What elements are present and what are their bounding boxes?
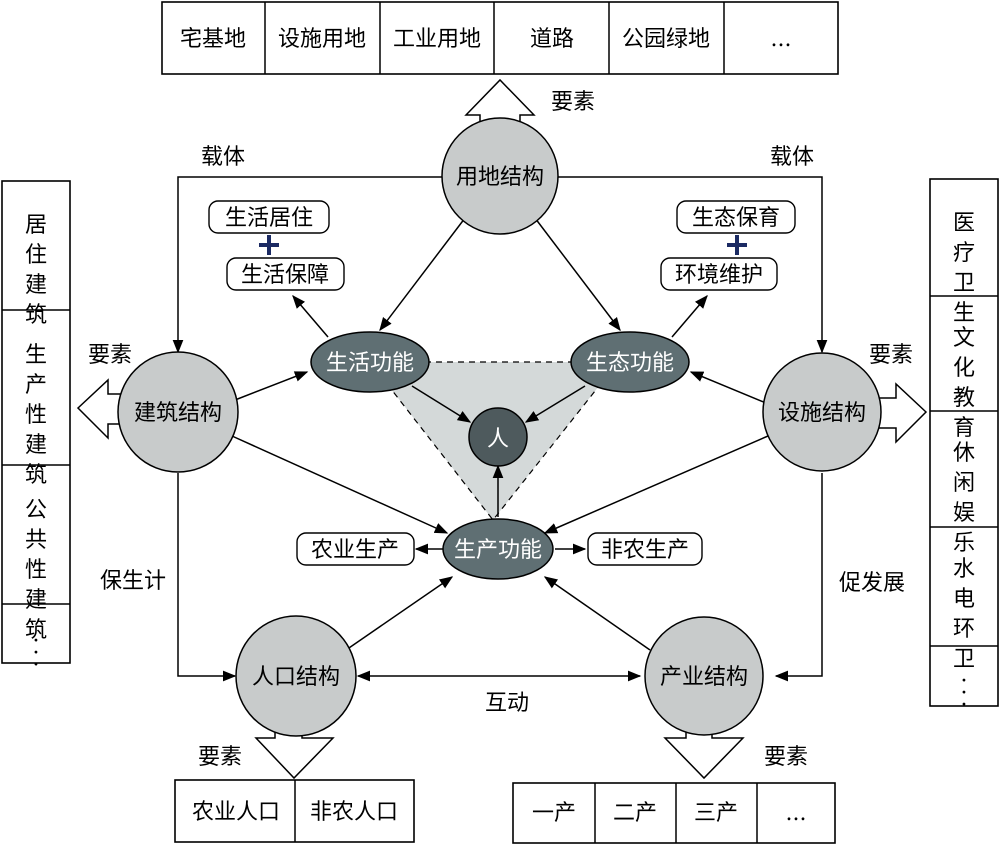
- building-element-residential: 居住建筑: [25, 213, 47, 328]
- building-element-productive: 生产性建筑: [25, 343, 47, 488]
- production-sub-group: 农业生产 非农生产: [296, 532, 703, 566]
- sub-ecological-maintenance: 环境维护: [675, 263, 763, 288]
- population-elements-table: 农业人口 非农人口: [174, 779, 415, 843]
- svg-text:产业结构: 产业结构: [660, 665, 748, 690]
- land-to-ecological-line: [534, 217, 621, 332]
- population-element-agricultural: 农业人口: [192, 800, 280, 825]
- land-to-living-line: [379, 217, 466, 332]
- svg-text:用地结构: 用地结构: [456, 165, 544, 190]
- building-to-production-line: [231, 435, 449, 534]
- sub-ecological-conservation: 生态保育: [692, 206, 780, 231]
- population-element-non-agricultural: 非农人口: [310, 800, 398, 825]
- building-element-more: ···: [33, 629, 40, 678]
- label-carrier-right: 载体: [770, 145, 814, 170]
- node-population-structure: 人口结构: [235, 615, 357, 737]
- ecological-sub-group: 生态保育 环境维护: [660, 200, 796, 291]
- industry-to-production-line: [543, 576, 651, 651]
- facility-element-leisure: 休闲娱乐: [953, 441, 975, 556]
- label-element-bottom-right: 要素: [764, 745, 808, 770]
- industry-element-primary: 一产: [532, 801, 576, 826]
- node-person: 人: [468, 407, 528, 467]
- svg-text:设施结构: 设施结构: [778, 401, 866, 426]
- svg-text:生产功能: 生产功能: [454, 538, 542, 563]
- living-to-sub-line: [292, 294, 329, 338]
- building-elements-table: 居住建筑 生产性建筑 公共性建筑 ···: [1, 180, 71, 678]
- label-element-top: 要素: [551, 90, 595, 115]
- sub-non-agricultural-production: 非农生产: [601, 538, 689, 563]
- node-building-structure: 建筑结构: [117, 351, 239, 473]
- label-carrier-left: 载体: [201, 145, 245, 170]
- living-to-person-line: [411, 385, 472, 423]
- population-to-production-line: [345, 576, 454, 651]
- svg-text:生态功能: 生态功能: [586, 351, 674, 376]
- label-element-right: 要素: [869, 343, 913, 368]
- sub-living-residence: 生活居住: [225, 206, 313, 231]
- facility-element-utilities: 水电环卫: [953, 557, 975, 672]
- land-element-industrial-land: 工业用地: [393, 27, 481, 52]
- node-living-function: 生活功能: [310, 331, 430, 393]
- node-production-function: 生产功能: [442, 518, 554, 580]
- carrier-line-right: [557, 176, 828, 354]
- node-land-structure: 用地结构: [441, 117, 559, 235]
- land-element-road: 道路: [530, 27, 574, 52]
- industry-element-more: ...: [786, 801, 807, 826]
- facility-to-ecological-line: [689, 371, 767, 404]
- sub-agricultural-production: 农业生产: [311, 538, 399, 563]
- land-element-homestead: 宅基地: [180, 27, 246, 52]
- facility-element-medical: 医疗卫生: [953, 211, 975, 326]
- node-industry-structure: 产业结构: [644, 616, 764, 736]
- building-element-arrow: [76, 378, 123, 440]
- land-element-arrow: [464, 78, 536, 125]
- facility-element-education: 文化教育: [953, 326, 975, 441]
- development-line: [774, 473, 823, 682]
- industry-element-arrow: [663, 729, 745, 780]
- livelihood-line: [177, 473, 237, 682]
- svg-text:人口结构: 人口结构: [252, 665, 340, 690]
- label-interaction: 互动: [485, 691, 529, 716]
- land-elements-table: 宅基地 设施用地 工业用地 道路 公园绿地 ...: [161, 1, 839, 75]
- industry-element-secondary: 二产: [613, 801, 657, 826]
- svg-text:生活功能: 生活功能: [326, 351, 414, 376]
- svg-text:人: 人: [487, 427, 509, 452]
- label-element-bottom-left: 要素: [198, 745, 242, 770]
- land-element-more: ...: [771, 27, 792, 52]
- land-element-facility-land: 设施用地: [278, 27, 366, 52]
- industry-elements-table: 一产 二产 三产 ...: [512, 782, 836, 844]
- label-livelihood: 保生计: [100, 569, 166, 594]
- industry-element-tertiary: 三产: [694, 801, 738, 826]
- building-element-public: 公共性建筑: [25, 498, 47, 643]
- ecological-to-person-line: [524, 385, 586, 423]
- building-to-living-line: [234, 371, 309, 401]
- ecological-to-sub-line: [671, 294, 708, 338]
- label-element-left: 要素: [88, 343, 132, 368]
- svg-text:建筑结构: 建筑结构: [134, 401, 222, 426]
- node-facility-structure: 设施结构: [762, 352, 882, 472]
- facility-element-arrow: [877, 382, 928, 444]
- living-sub-group: 生活居住 生活保障: [208, 200, 345, 291]
- facility-element-more: ···: [961, 669, 968, 718]
- land-element-park: 公园绿地: [622, 27, 710, 52]
- carrier-line-left: [172, 176, 443, 354]
- facility-to-production-line: [543, 435, 769, 534]
- node-ecological-function: 生态功能: [570, 331, 690, 393]
- sub-living-security: 生活保障: [241, 263, 329, 288]
- label-development: 促发展: [839, 571, 905, 596]
- facility-elements-table: 医疗卫生 文化教育 休闲娱乐 水电环卫 ···: [929, 178, 999, 718]
